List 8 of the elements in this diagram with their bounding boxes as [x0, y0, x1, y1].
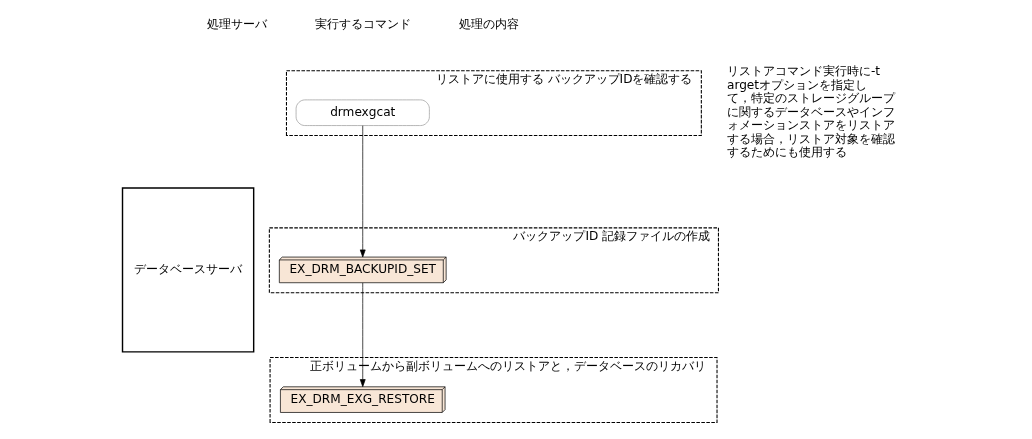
arrow [359, 282, 366, 387]
label: 処理の内容 [458, 16, 519, 31]
node-box: drmexgcat [295, 99, 430, 126]
arrow [359, 124, 366, 257]
node-box: データベースサーバ [121, 186, 255, 353]
label: 処理サーバ [206, 16, 267, 31]
label: リストアコマンド実行時に-targetオプションを指定して，特定のストレージグループに関するデータベースやインフォメーションストアをリストアする場合，リストア対象を確認するためにも使用する [727, 63, 895, 159]
label: 実行するコマンド [314, 16, 411, 31]
